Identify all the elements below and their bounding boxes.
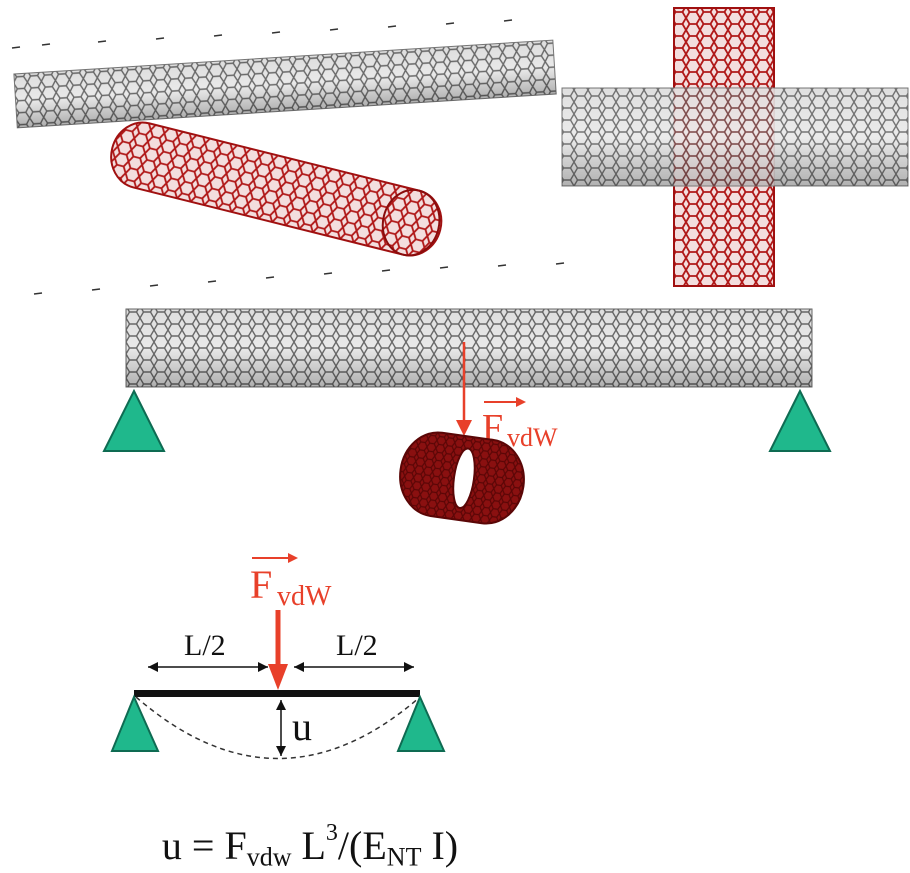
dashed-guide-top — [11, 19, 513, 49]
gray-nanotube-beam — [125, 308, 813, 388]
deflection-formula: u = Fvdw L3/(ENT I) — [0, 820, 620, 873]
beam-bar — [134, 690, 420, 697]
force-symbol-schematic: F — [250, 562, 272, 607]
formula-denominator-close: I) — [421, 823, 459, 869]
force-subscript-schematic: vdW — [277, 581, 332, 612]
force-arrow-schematic — [268, 610, 288, 690]
top-right-crossed-tubes — [561, 7, 909, 287]
supported-tube-panel: F vdW — [102, 308, 832, 525]
half-span-right-label: L/2 — [336, 629, 378, 662]
formula-f-subscript: vdw — [246, 842, 292, 872]
deflection-dimension: u — [276, 700, 312, 756]
formula-lhs: u = F — [161, 823, 247, 869]
formula-e-subscript: NT — [386, 842, 422, 872]
dimension-left: L/2 — [148, 629, 268, 672]
force-subscript: vdW — [507, 423, 558, 452]
support-right-triangle — [768, 388, 832, 452]
formula-exponent: 3 — [325, 820, 338, 846]
formula-length: L — [291, 823, 326, 869]
formula-denominator-open: /(E — [337, 823, 387, 869]
red-nanotube-side — [110, 121, 443, 257]
force-label-schematic: F vdW — [250, 553, 332, 612]
gray-nanotube-side — [13, 39, 557, 129]
support-left-triangle — [102, 388, 166, 452]
half-span-left-label: L/2 — [184, 629, 226, 662]
red-nanotube-short — [399, 431, 525, 525]
schematic-support-left — [110, 694, 160, 752]
deflection-curve — [135, 696, 421, 760]
dashed-guide-bottom — [33, 262, 565, 295]
force-arrow-middle — [456, 342, 472, 436]
beam-schematic: F vdW L/2 L/2 — [110, 553, 446, 760]
schematic-support-right — [396, 694, 446, 752]
dimension-right: L/2 — [294, 629, 414, 672]
deflection-label: u — [292, 704, 312, 749]
top-left-tube-pair — [11, 19, 565, 295]
